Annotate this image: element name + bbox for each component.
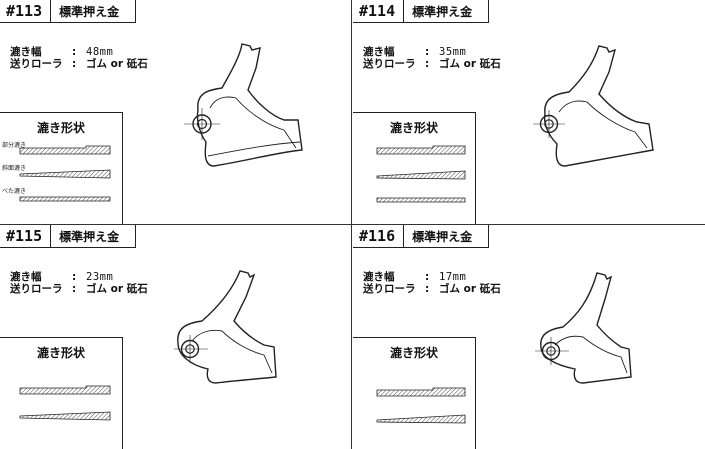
width-value: 35mm [439, 46, 467, 58]
part-name: 標準押え金 [59, 4, 120, 19]
part-number: #116 [359, 227, 396, 245]
profile-partial [19, 385, 111, 395]
width-value: 17mm [439, 271, 467, 283]
horizontal-divider [0, 224, 705, 225]
title-box: #114 標準押え金 [353, 0, 490, 23]
width-value: 23mm [86, 271, 114, 283]
part-number: #114 [359, 2, 396, 20]
presser-foot-drawing [533, 45, 654, 167]
part-name: 標準押え金 [59, 229, 120, 244]
example-label-partial: 部分漉き [2, 142, 27, 149]
inner-edge [209, 96, 297, 149]
skiving-shape-box: 漉き形状 [353, 337, 476, 449]
colon: : [72, 283, 77, 295]
profile-bevel [376, 414, 466, 424]
title-separator [50, 0, 52, 22]
presser-foot-outline [543, 45, 654, 167]
presser-foot-outline [177, 270, 277, 384]
width-label: 漉き幅 [10, 46, 42, 58]
roller-label: 送りローラ [363, 58, 416, 70]
profile-flat [19, 196, 111, 202]
title-box: #116 標準押え金 [353, 225, 490, 248]
skiving-profiles [376, 387, 466, 424]
colon: : [425, 58, 430, 70]
width-value: 48mm [86, 46, 114, 58]
presser-foot-drawing [184, 43, 303, 167]
panel-115: #115 標準押え金 漉き幅:23mm 送りローラ: ゴム or 砥石 漉き形状 [0, 225, 352, 449]
profile-bevel [376, 170, 466, 180]
roller-value: ゴム or 砥石 [439, 58, 501, 70]
inner-edge [554, 335, 628, 374]
presser-foot-outline [196, 43, 303, 167]
spec-block: 漉き幅:23mm 送りローラ: ゴム or 砥石 [10, 271, 148, 295]
roller-value: ゴム or 砥石 [439, 283, 501, 295]
colon: : [72, 46, 77, 58]
skiving-shape-box: 漉き形状 部分漉き 斜面漉き べた漉き [0, 112, 123, 224]
profile-flat [376, 197, 466, 203]
title-box: #113 標準押え金 [0, 0, 137, 23]
roller-label: 送りローラ [10, 58, 63, 70]
inner-edge [191, 329, 273, 374]
part-number: #115 [6, 227, 43, 245]
skiving-profiles [19, 145, 111, 202]
title-separator [50, 225, 52, 247]
width-label: 漉き幅 [363, 46, 395, 58]
colon: : [72, 58, 77, 70]
title-box: #115 標準押え金 [0, 225, 137, 248]
shape-title: 漉き形状 [389, 121, 438, 135]
title-separator [403, 0, 405, 22]
roller-label: 送りローラ [363, 283, 416, 295]
spec-block: 漉き幅:35mm 送りローラ: ゴム or 砥石 [363, 46, 501, 70]
shape-title: 漉き形状 [36, 121, 85, 135]
shape-title: 漉き形状 [389, 346, 438, 360]
skiving-shape-box: 漉き形状 [353, 112, 476, 224]
inner-edge [558, 100, 648, 149]
example-label-flat: べた漉き [2, 188, 27, 195]
title-separator [403, 225, 405, 247]
colon: : [425, 46, 430, 58]
roller-label: 送りローラ [10, 283, 63, 295]
profile-bevel [19, 169, 111, 179]
colon: : [72, 271, 77, 283]
sole-line [207, 141, 301, 157]
profile-bevel [19, 411, 111, 421]
roller-value: ゴム or 砥石 [86, 283, 148, 295]
panel-114: #114 標準押え金 漉き幅:35mm 送りローラ: ゴム or 砥石 漉き形状 [353, 0, 705, 224]
presser-foot-drawing [174, 270, 277, 384]
skiving-shape-box: 漉き形状 [0, 337, 123, 449]
presser-foot-drawing [535, 272, 632, 384]
width-label: 漉き幅 [10, 271, 42, 283]
width-label: 漉き幅 [363, 271, 395, 283]
profile-partial [19, 145, 111, 155]
panel-116: #116 標準押え金 漉き幅:17mm 送りローラ: ゴム or 砥石 漉き形状 [353, 225, 705, 449]
spec-block: 漉き幅:17mm 送りローラ: ゴム or 砥石 [363, 271, 501, 295]
example-label-bevel: 斜面漉き [2, 165, 27, 172]
shape-title: 漉き形状 [36, 346, 85, 360]
part-name: 標準押え金 [412, 229, 473, 244]
profile-partial [376, 145, 466, 155]
part-number: #113 [6, 2, 43, 20]
roller-value: ゴム or 砥石 [86, 58, 148, 70]
skiving-profiles [376, 145, 466, 203]
skiving-profiles [19, 385, 111, 421]
presser-foot-outline [540, 272, 632, 384]
colon: : [425, 271, 430, 283]
part-name: 標準押え金 [412, 4, 473, 19]
profile-partial [376, 387, 466, 397]
colon: : [425, 283, 430, 295]
panel-113: #113 標準押え金 漉き幅:48mm 送りローラ: ゴム or 砥石 漉き形状 … [0, 0, 352, 224]
spec-block: 漉き幅:48mm 送りローラ: ゴム or 砥石 [10, 46, 148, 70]
